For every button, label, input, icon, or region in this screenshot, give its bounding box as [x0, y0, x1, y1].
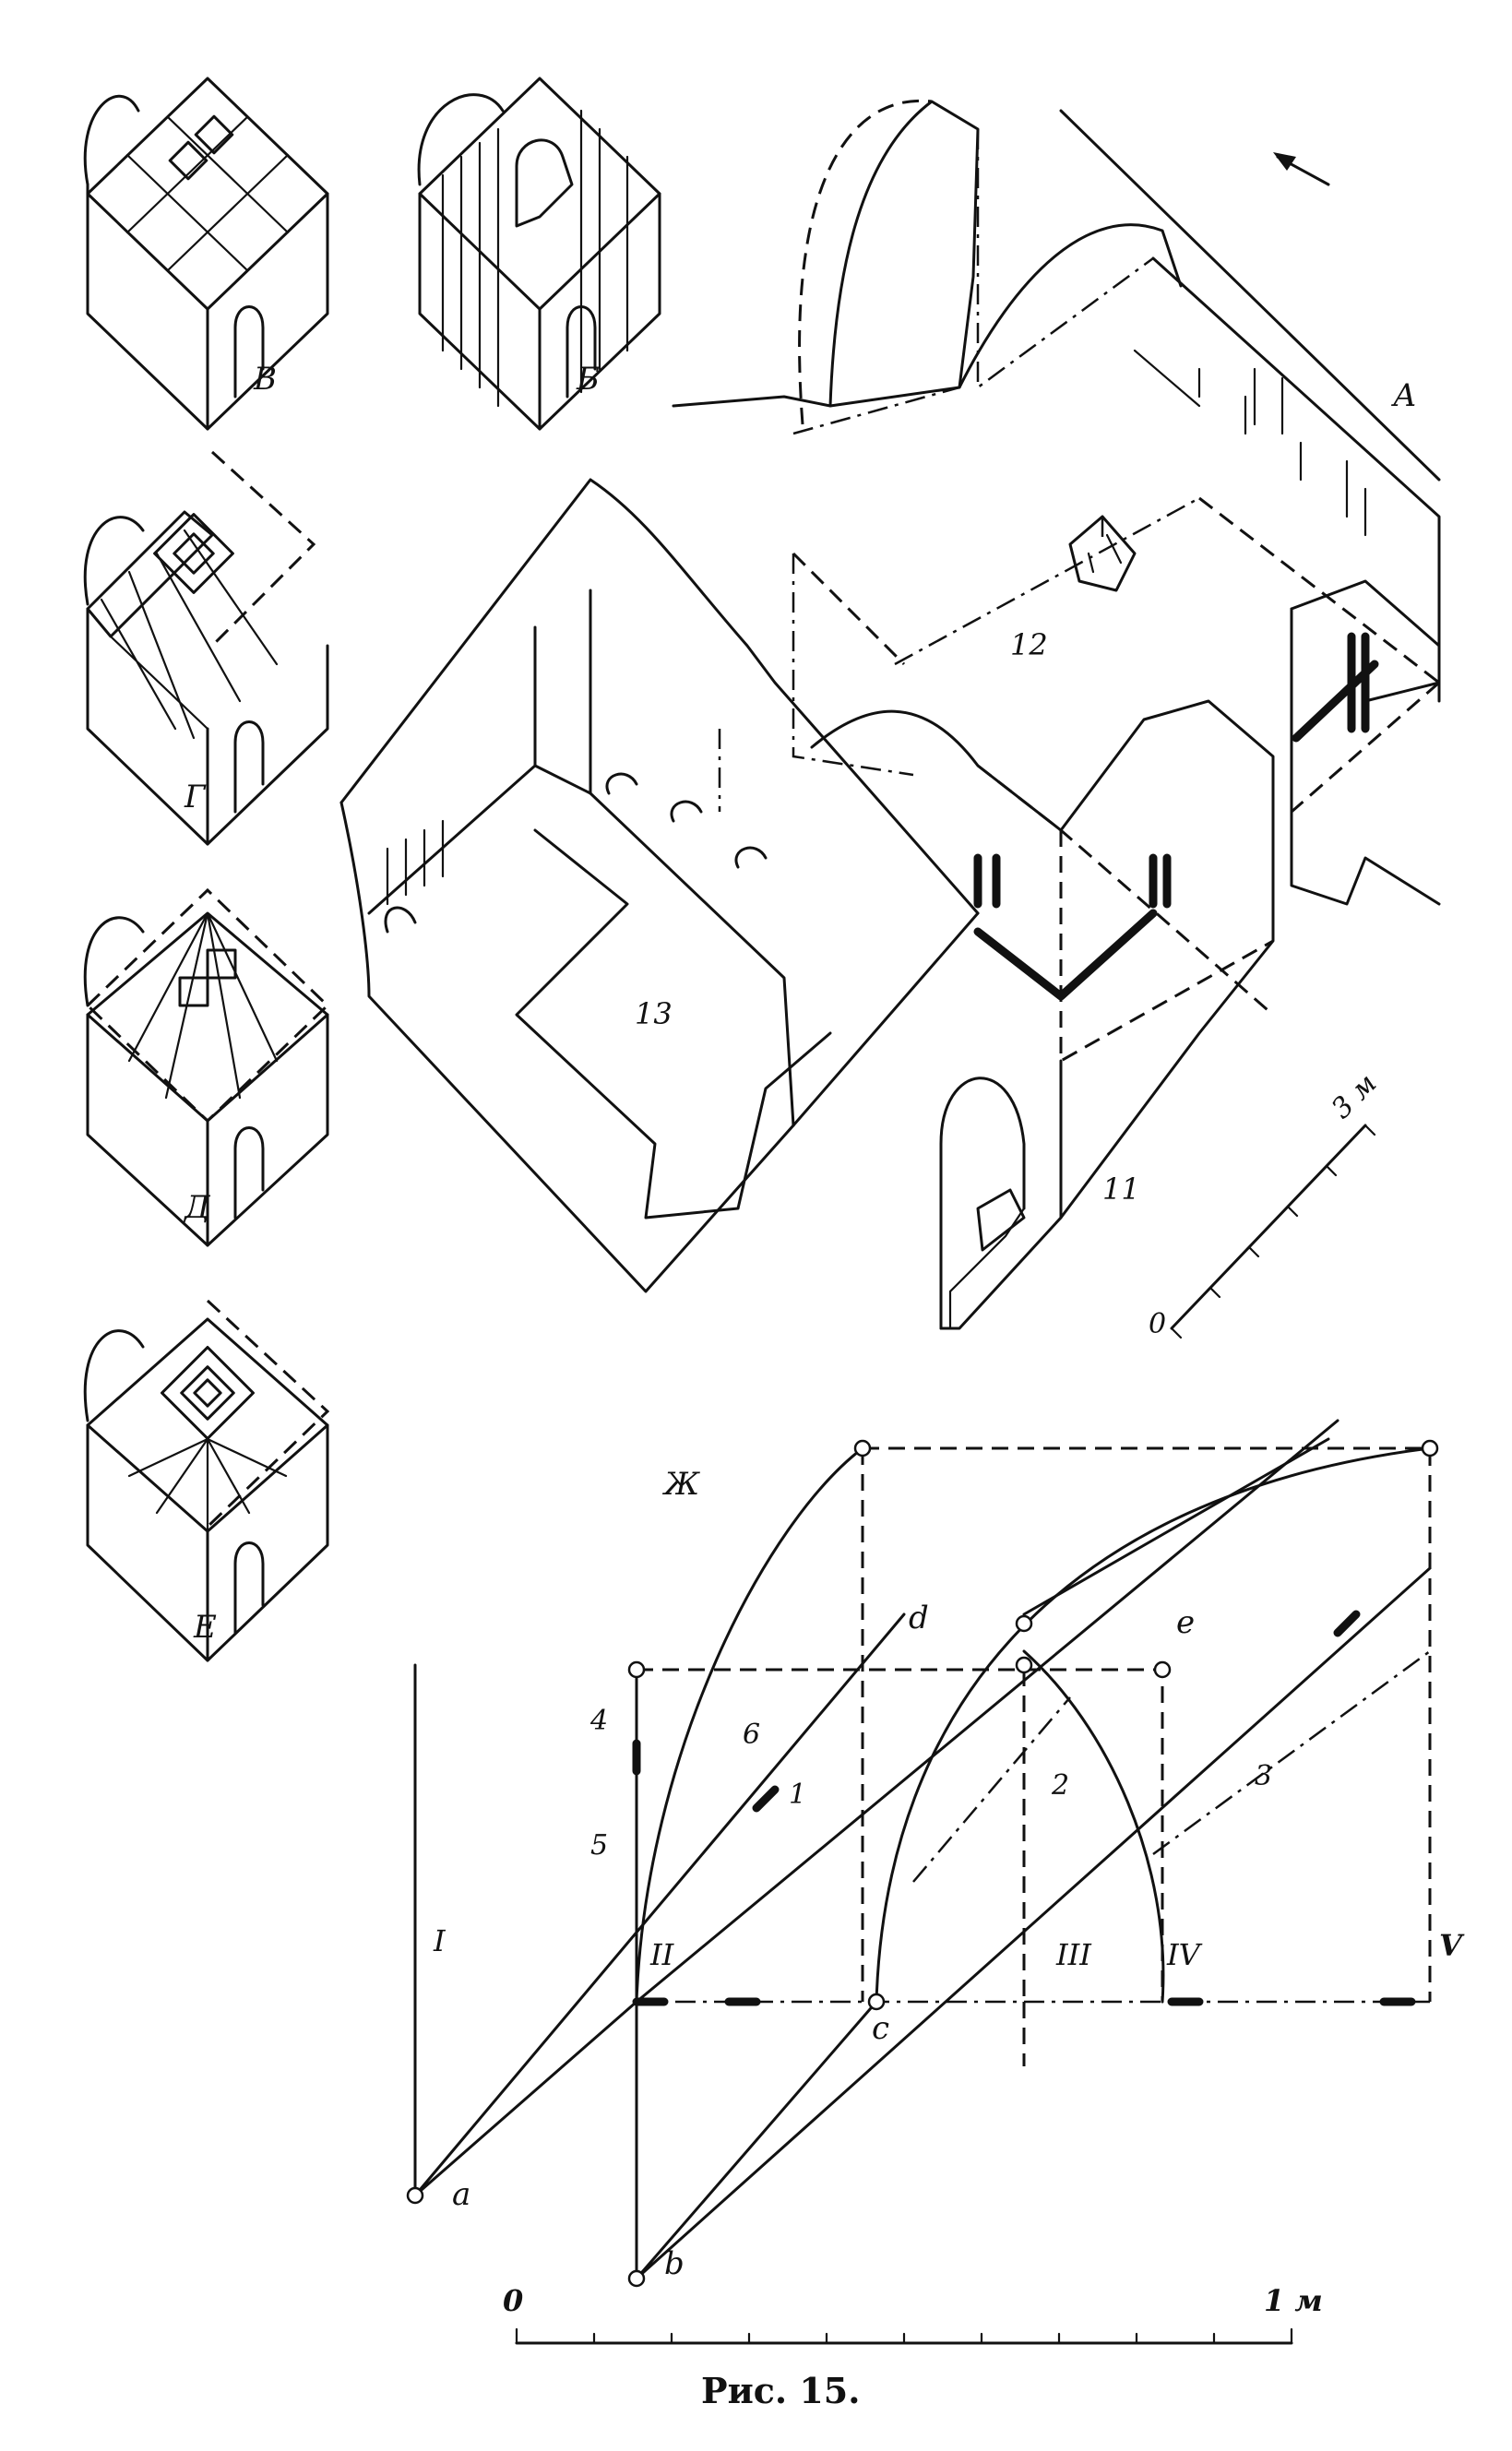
label-b: Б	[576, 361, 600, 398]
roman-I: I	[433, 1923, 446, 1958]
scale-bar-3m	[1170, 1124, 1376, 1339]
roman-V: V	[1439, 1928, 1465, 1963]
point-d: d	[909, 1600, 929, 1636]
point-a: a	[452, 2176, 470, 2213]
model-v	[83, 77, 329, 431]
room-13: 13	[635, 996, 673, 1031]
label-e: Е	[193, 1609, 217, 1646]
construction-points	[406, 1439, 1439, 2288]
scale-top-zero: 0	[1149, 1308, 1166, 1340]
north-arrow	[1273, 152, 1330, 186]
figure-caption: Рис. 15.	[701, 2370, 860, 2411]
label-g: Г	[184, 779, 207, 815]
arc-2: 2	[1051, 1769, 1069, 1802]
model-e	[83, 1299, 330, 1662]
point-e: e	[1176, 1604, 1195, 1641]
arc-4: 4	[589, 1705, 608, 1737]
room-12: 12	[1010, 627, 1048, 662]
arc-3: 3	[1255, 1760, 1272, 1792]
main-drawing-a	[339, 99, 1441, 1330]
room-11: 11	[1102, 1172, 1140, 1207]
scale-bar-1m	[515, 2327, 1293, 2345]
vault-construction-zh	[413, 1419, 1432, 2280]
arc-1: 1	[789, 1779, 806, 1811]
arc-5: 5	[590, 1829, 608, 1862]
point-c: c	[872, 2010, 889, 2047]
model-d	[83, 887, 330, 1247]
label-a: А	[1391, 377, 1417, 414]
label-v: В	[253, 361, 277, 398]
label-zh: Ж	[661, 1466, 700, 1503]
model-b	[417, 77, 661, 431]
model-g	[83, 450, 329, 846]
point-b: b	[664, 2245, 685, 2282]
label-d: Д	[183, 1189, 211, 1226]
scale-bottom-end: 1 м	[1264, 2283, 1323, 2318]
arc-6: 6	[743, 1719, 760, 1751]
scale-bottom-zero: 0	[503, 2283, 523, 2318]
roman-II: II	[649, 1937, 675, 1972]
roman-III: III	[1055, 1937, 1092, 1972]
roman-IV: IV	[1166, 1937, 1203, 1972]
scale-top-end: 3 м	[1326, 1067, 1384, 1125]
